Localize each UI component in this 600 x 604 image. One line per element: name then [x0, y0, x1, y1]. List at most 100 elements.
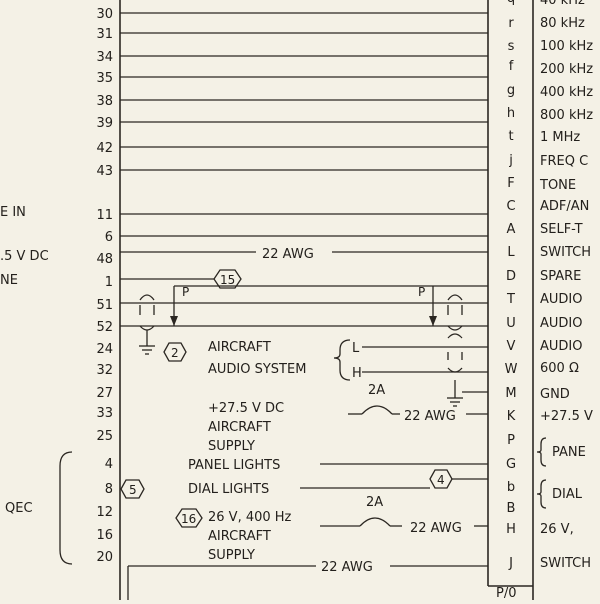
left-pin-48: 48 — [96, 252, 113, 267]
right-signal-11: SWITCH — [540, 245, 591, 260]
shield-arc-top-left — [139, 294, 155, 301]
fuse-dc — [361, 405, 393, 415]
right-signal-22: 26 V, — [540, 522, 574, 537]
callout-16: 16 — [181, 512, 196, 526]
right-signal-0: 40 kHz — [540, 0, 585, 8]
right-pin-U-14: U — [506, 316, 516, 331]
left-pin-4: 4 — [105, 457, 113, 472]
right-signal-2: 100 kHz — [540, 39, 593, 54]
callout-4: 4 — [437, 473, 445, 487]
right-signal-6: 1 MHz — [540, 130, 580, 145]
left-pin-42: 42 — [96, 141, 113, 156]
panel-brace-label: PANE — [552, 445, 586, 460]
shield-label-left: P — [182, 285, 189, 299]
left-pin-20: 20 — [96, 550, 113, 565]
right-signal-23: SWITCH — [540, 556, 591, 571]
right-signal-9: ADF/AN — [540, 199, 589, 214]
left-pin-39: 39 — [96, 116, 113, 131]
awg-label-48: 22 AWG — [262, 247, 314, 262]
right-signal-3: 200 kHz — [540, 62, 593, 77]
fuse-label-dc: 2A — [368, 383, 385, 398]
right-signal-17: GND — [540, 387, 570, 402]
right-signal-12: SPARE — [540, 269, 581, 284]
left-pin-32: 32 — [96, 363, 113, 378]
shield2-arc-top — [447, 333, 463, 339]
audio-label-1: AIRCRAFT — [208, 340, 271, 355]
awg-label-bottom-bg — [316, 558, 390, 574]
right-pin-A-10: A — [507, 222, 516, 237]
right-pin-j-7: j — [508, 153, 513, 168]
right-signal-7: FREQ C — [540, 154, 588, 169]
left-pin-11: 11 — [96, 208, 113, 223]
right-pin-J-24: J — [508, 556, 513, 571]
callout-16-hex — [175, 508, 203, 528]
callout-2: 2 — [171, 346, 179, 360]
fuse-ac — [359, 517, 391, 527]
callout-5-hex — [120, 479, 145, 499]
right-pin-t-6: t — [508, 129, 513, 144]
right-pin-M-17: M — [505, 386, 516, 401]
right-signal-4: 400 kHz — [540, 85, 593, 100]
connector-label: P/0 — [496, 586, 517, 600]
partial-label-e-in: E IN — [0, 205, 26, 220]
dc-supply-label-1: +27.5 V DC — [208, 401, 284, 416]
right-pin-W-16: W — [505, 362, 518, 377]
shield-arrow-right — [429, 316, 437, 326]
dial-brace-label: DIAL — [552, 487, 583, 502]
partial-label-ne: NE — [0, 273, 18, 288]
right-signal-1: 80 kHz — [540, 16, 585, 31]
callout-5: 5 — [129, 483, 137, 497]
left-pin-16: 16 — [96, 528, 113, 543]
qec-bracket — [59, 451, 73, 565]
right-pin-s-2: s — [508, 39, 515, 54]
right-pin-q-0: q — [507, 0, 515, 6]
right-signal-14: AUDIO — [540, 316, 583, 331]
right-pin-b-21: b — [507, 480, 515, 495]
right-pin-L-11: L — [507, 245, 515, 260]
audio-brace — [333, 339, 351, 381]
right-pin-K-18: K — [507, 409, 516, 424]
panel-brace — [536, 437, 547, 467]
dc-supply-label-3: SUPPLY — [208, 439, 255, 454]
right-signal-10: SELF-T — [540, 222, 583, 237]
right-signal-16: 600 Ω — [540, 361, 579, 376]
shield2-arc-bot — [447, 367, 463, 373]
shield-arc-bot-right — [447, 325, 463, 331]
right-signal-15: AUDIO — [540, 339, 583, 354]
left-pin-38: 38 — [96, 94, 113, 109]
left-pin-1: 1 — [105, 275, 113, 290]
right-signal-8: TONE — [539, 178, 576, 193]
left-pin-24: 24 — [96, 342, 113, 357]
awg-label-ac: 22 AWG — [410, 521, 462, 536]
left-pin-35: 35 — [96, 71, 113, 86]
panel-lights-label: PANEL LIGHTS — [188, 458, 280, 473]
callout-15: 15 — [220, 273, 235, 287]
right-pin-P-19: P — [507, 433, 515, 448]
left-pin-27: 27 — [96, 386, 113, 401]
left-pin-51: 51 — [96, 298, 113, 313]
left-pin-30: 30 — [96, 7, 113, 22]
callout-2-hex — [163, 342, 187, 362]
left-pin-12: 12 — [96, 505, 113, 520]
qec-label: QEC — [5, 501, 33, 516]
left-pin-34: 34 — [96, 50, 113, 65]
shield-arrow-left — [170, 316, 178, 326]
left-pin-31: 31 — [96, 27, 113, 42]
ac-supply-label-1: 26 V, 400 Hz — [208, 510, 292, 525]
dc-supply-label-2: AIRCRAFT — [208, 420, 271, 435]
left-pin-numbers: 3031343538394243116481515224322733254812… — [96, 7, 113, 565]
dial-lights-label: DIAL LIGHTS — [188, 482, 269, 497]
partial-label-vdc: .5 V DC — [0, 249, 49, 264]
right-pin-f-3: f — [509, 59, 514, 74]
right-signal-18: +27.5 V — [540, 409, 593, 424]
shield-arc-top-right — [447, 294, 463, 301]
right-pin-D-12: D — [506, 269, 516, 284]
dial-brace — [536, 479, 547, 509]
callout-15-hex — [213, 269, 242, 289]
callout-4-hex — [429, 469, 453, 489]
left-pin-6: 6 — [105, 230, 113, 245]
awg-label-bottom: 22 AWG — [321, 560, 373, 575]
